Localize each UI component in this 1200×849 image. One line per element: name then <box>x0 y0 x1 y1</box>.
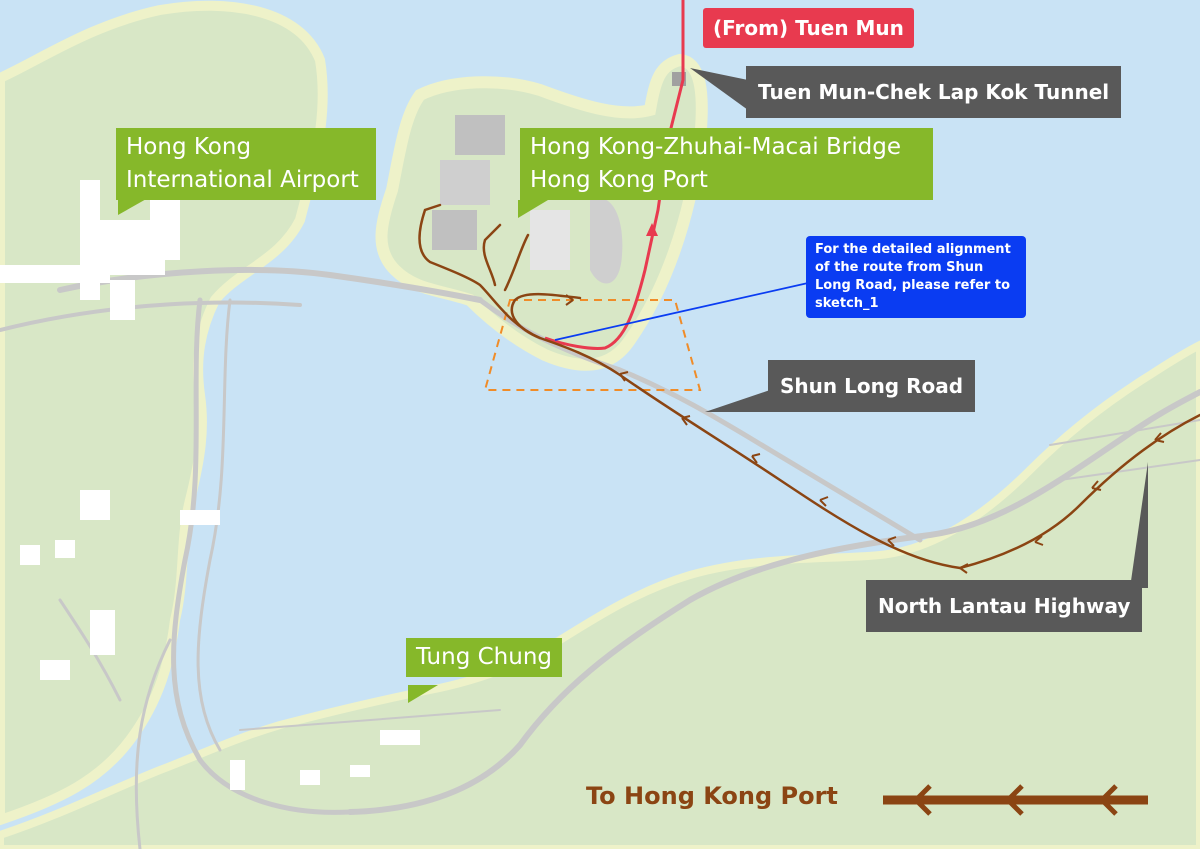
airport-terminal <box>0 180 180 320</box>
hzmb-label-pointer <box>518 200 548 218</box>
legend-route-symbol <box>883 784 1148 816</box>
sketch-note-pointer <box>554 282 809 341</box>
airport-label-pointer <box>118 198 148 215</box>
red-route-arrow <box>646 223 658 236</box>
label-shun-long-road: Shun Long Road <box>768 360 976 412</box>
port-buildings <box>432 115 623 284</box>
legend-label: To Hong Kong Port <box>586 782 838 810</box>
red-route-from-tuen-mun <box>544 0 685 350</box>
tung-chung-label-pointer <box>408 685 438 703</box>
sketch-area-outline <box>483 299 702 391</box>
label-tung-chung: Tung Chung <box>406 638 563 677</box>
brown-route-to-hk-port <box>418 203 1200 570</box>
label-airport: Hong Kong International Airport <box>116 128 376 200</box>
shun-long-label-pointer <box>705 390 770 412</box>
tunnel-label-pointer <box>690 68 748 110</box>
label-sketch-note: For the detailed alignment of the route … <box>806 236 1026 318</box>
lantau-land <box>0 340 1200 849</box>
north-lantau-label-pointer <box>1130 462 1148 588</box>
buildings <box>20 490 420 790</box>
label-tunnel: Tuen Mun-Chek Lap Kok Tunnel <box>746 66 1122 118</box>
label-from-tuen-mun: (From) Tuen Mun <box>703 8 914 48</box>
route-direction-arrows <box>565 294 1165 574</box>
label-hzmb-port: Hong Kong-Zhuhai-Macai Bridge Hong Kong … <box>520 128 933 200</box>
label-north-lantau-highway: North Lantau Highway <box>866 580 1143 632</box>
